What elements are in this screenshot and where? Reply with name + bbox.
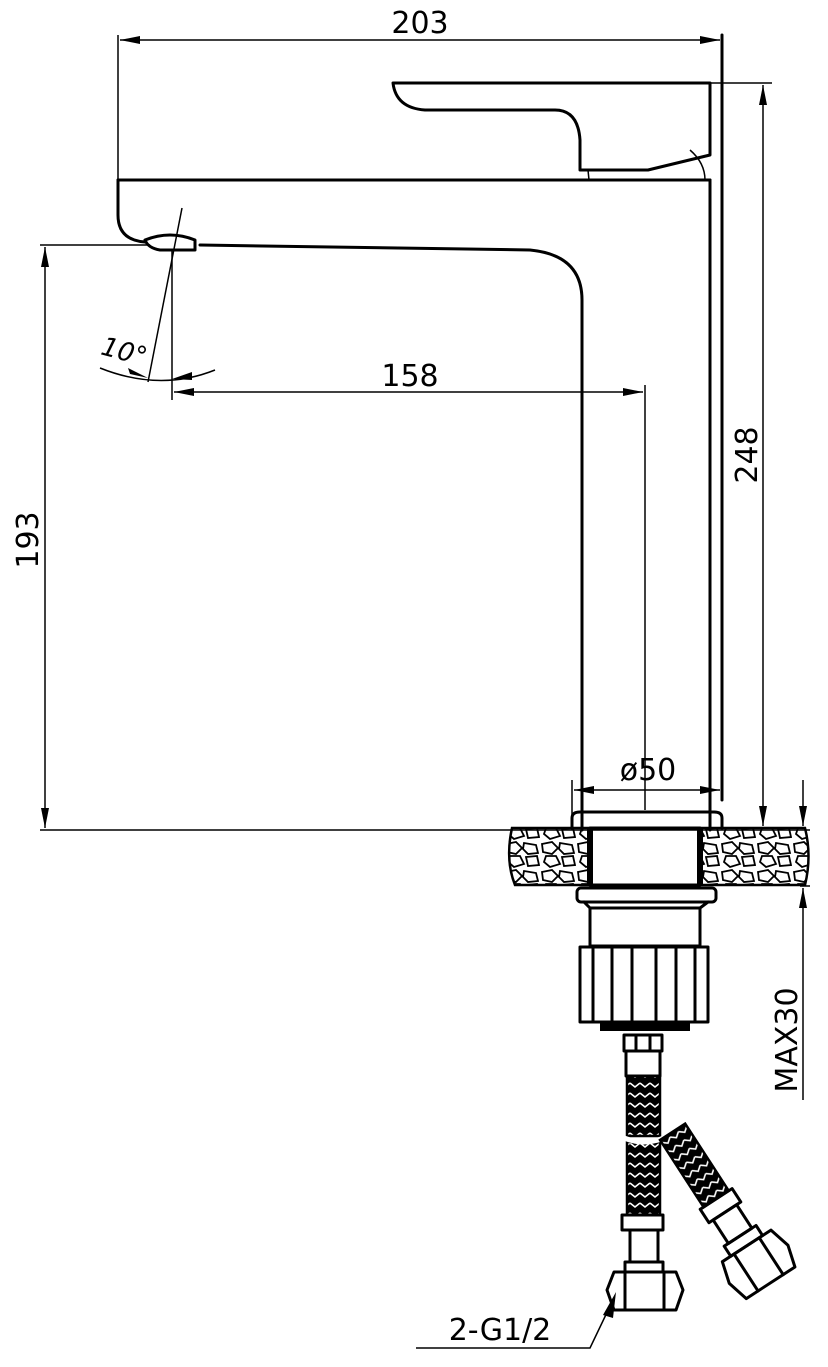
dimension-label-193: 193 <box>11 511 46 568</box>
countertop-section <box>507 826 810 887</box>
dimension-label-o50: ø50 <box>620 753 677 788</box>
dimension-max-counter-thickness: MAX30 <box>770 780 810 1100</box>
lever-handle <box>391 81 712 181</box>
connection-callout: 2-G1/2 <box>416 1292 616 1349</box>
connection-label: 2-G1/2 <box>449 1313 552 1348</box>
dimension-label-max30: MAX30 <box>770 987 805 1092</box>
dimension-total-height: 248 <box>710 82 772 826</box>
dimension-overall-length: 203 <box>117 6 720 180</box>
dimension-label-158: 158 <box>381 359 438 394</box>
faucet-body <box>116 33 724 832</box>
dimension-label-203: 203 <box>391 6 448 41</box>
dimension-base-diameter: ø50 <box>571 753 720 830</box>
mounting-assembly <box>570 810 724 1031</box>
dimension-spout-reach: 158 <box>171 250 646 810</box>
dimension-label-248: 248 <box>730 426 765 483</box>
dimension-label-10-degrees: 10° <box>98 332 150 373</box>
supply-hoses <box>605 1033 797 1312</box>
dimension-spout-angle: 10° <box>98 207 216 383</box>
dimension-spout-height: 193 <box>11 244 810 831</box>
